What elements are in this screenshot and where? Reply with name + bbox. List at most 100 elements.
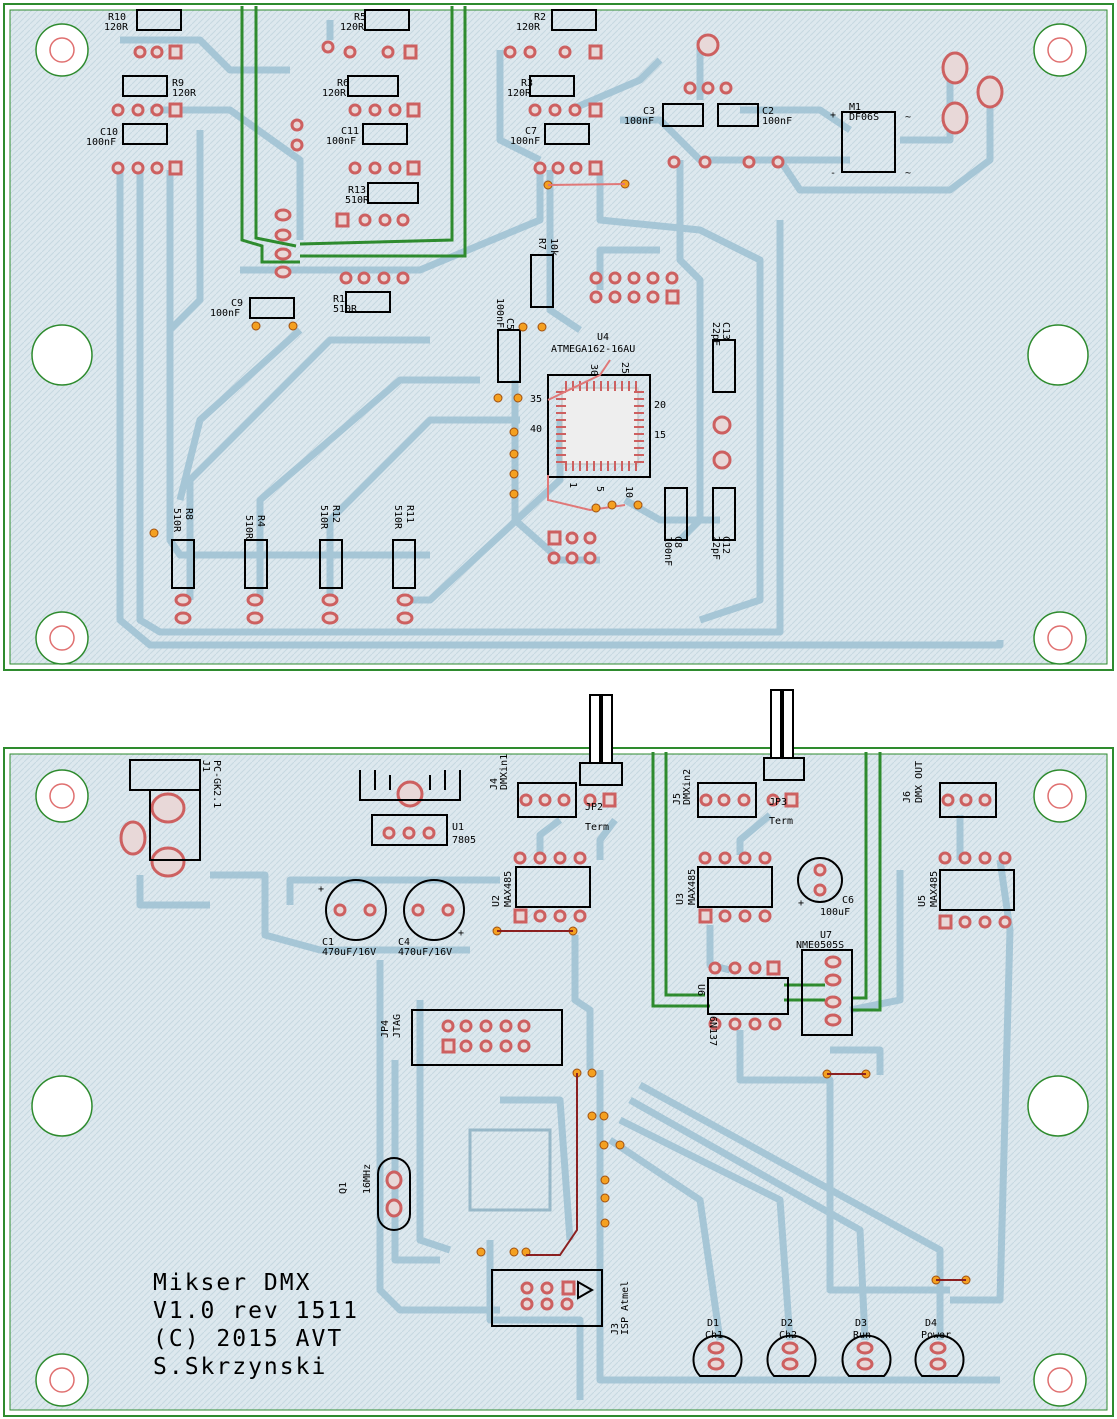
qfp-pin-number: 1 <box>567 482 578 488</box>
value-c3: 100nF <box>624 116 654 127</box>
value-j6: DMX OUT <box>914 761 925 803</box>
value-r11: 510R <box>392 505 403 530</box>
ref-c9: C9 <box>231 298 243 309</box>
bridge-polarity-sign: ~ <box>905 168 911 179</box>
value-u2: MAX485 <box>503 871 514 907</box>
value-r13: 510R <box>345 195 370 206</box>
ref-j5: J5 <box>672 793 683 805</box>
ref-q1: Q1 <box>338 1182 349 1194</box>
ref-r7: R7 <box>536 238 547 250</box>
top-silk <box>122 9 896 589</box>
value-u6: 6N137 <box>707 1016 718 1046</box>
ref-r5: R5 <box>354 12 366 23</box>
ref-c13: C13 <box>720 322 731 340</box>
top-mounting-holes <box>31 23 1089 665</box>
qfp-pin-number: 40 <box>530 424 542 435</box>
capacitor-polarity-sign: + <box>458 928 464 939</box>
value-c6: 100uF <box>820 907 850 918</box>
ref-m1: M1 <box>849 102 861 113</box>
top-vias <box>149 179 643 538</box>
value-j4: DMXin1 <box>499 754 510 790</box>
value-r10: 120R <box>104 22 129 33</box>
top-board: R10120RR5120RR2120RR9120RR6120RR3120RC10… <box>3 3 1114 671</box>
signature-line-1: Mikser DMX <box>153 1270 311 1296</box>
ref-u5: U5 <box>917 895 928 907</box>
ref-c12: C12 <box>720 536 731 554</box>
value-r7: 10k <box>548 238 559 256</box>
value-c8: 100nF <box>662 536 673 566</box>
value-c2: 100nF <box>762 116 792 127</box>
value-j5: DMXin2 <box>682 769 693 805</box>
ref-u7: U7 <box>820 930 832 941</box>
ref-c7: C7 <box>525 126 537 137</box>
bottom-red-links <box>497 930 966 1281</box>
bridge-polarity-sign: - <box>830 168 836 179</box>
ref-jp4: JP4 <box>380 1020 391 1038</box>
ref-u1: U1 <box>452 822 464 833</box>
ref-c3: C3 <box>643 106 655 117</box>
value-c10: 100nF <box>86 137 116 148</box>
value-d1: Ch1 <box>705 1330 723 1341</box>
value-jp2: Term <box>585 822 609 833</box>
value-u1: 7805 <box>452 835 476 846</box>
value-r8: 510R <box>171 508 182 533</box>
value-r5: 120R <box>340 22 365 33</box>
ref-d1: D1 <box>707 1318 719 1329</box>
value-c12: 22pF <box>710 536 721 560</box>
ref-u3: U3 <box>675 893 686 905</box>
signature-line-4: S.Skrzynski <box>153 1354 327 1380</box>
ref-jp2: JP2 <box>585 802 603 813</box>
ref-r3: R3 <box>521 78 533 89</box>
ref-u4: U4 <box>597 332 609 343</box>
value-c7: 100nF <box>510 136 540 147</box>
bridge-polarity-sign: ~ <box>905 112 911 123</box>
board-signature: Mikser DMX V1.0 rev 1511 (C) 2015 AVT S.… <box>153 1270 357 1380</box>
value-r6: 120R <box>322 88 347 99</box>
ref-jp3: JP3 <box>769 797 787 808</box>
bottom-mounting-holes <box>31 769 1089 1407</box>
value-u3: MAX485 <box>687 869 698 905</box>
ref-c11: C11 <box>341 126 359 137</box>
qfp-pin-number: 20 <box>654 400 666 411</box>
qfp-pin-number: 10 <box>623 486 634 498</box>
capacitor-polarity-sign: + <box>318 884 324 895</box>
value-j1: PC-GK2.1 <box>211 760 222 808</box>
ref-d4: D4 <box>925 1318 937 1329</box>
qfp-pin-number: 15 <box>654 430 666 441</box>
bridge-polarity-sign: + <box>830 110 836 121</box>
ref-c1: C1 <box>322 937 334 948</box>
value-c9: 100nF <box>210 308 240 319</box>
value-r9: 120R <box>172 88 197 99</box>
ref-r12: R12 <box>330 505 341 523</box>
value-r1: 510R <box>333 304 358 315</box>
ref-c4: C4 <box>398 937 410 948</box>
top-board-outline <box>3 3 1114 671</box>
value-r2: 120R <box>516 22 541 33</box>
capacitor-polarity-sign: + <box>798 898 804 909</box>
ref-d2: D2 <box>781 1318 793 1329</box>
value-m1: DF06S <box>849 112 879 123</box>
ref-c2: C2 <box>762 106 774 117</box>
value-c11: 100nF <box>326 136 356 147</box>
ref-r2: R2 <box>534 12 546 23</box>
atmega-qfp-footprint <box>547 359 651 512</box>
value-r4: 510R <box>243 515 254 540</box>
ref-c8: C8 <box>672 536 683 548</box>
ref-u2: U2 <box>491 895 502 907</box>
bottom-silk <box>129 759 1015 1377</box>
value-c13: 22pF <box>710 322 721 346</box>
bottom-board-outline <box>3 747 1114 1417</box>
bottom-green-frame <box>651 752 882 1012</box>
top-labels: R10120RR5120RR2120RR9120RR6120RR3120RC10… <box>86 12 911 566</box>
ref-r9: R9 <box>172 78 184 89</box>
jumper-headers <box>579 689 805 786</box>
signature-line-3: (C) 2015 AVT <box>153 1326 343 1352</box>
ref-r1: R1 <box>333 294 345 305</box>
value-q1: 16MHz <box>362 1164 373 1194</box>
top-red-link <box>547 183 626 186</box>
ref-r6: R6 <box>337 78 349 89</box>
ref-r8: R8 <box>183 508 194 520</box>
qfp-pin-number: 35 <box>530 394 542 405</box>
ref-r4: R4 <box>255 515 266 527</box>
top-green-frame <box>240 6 467 264</box>
